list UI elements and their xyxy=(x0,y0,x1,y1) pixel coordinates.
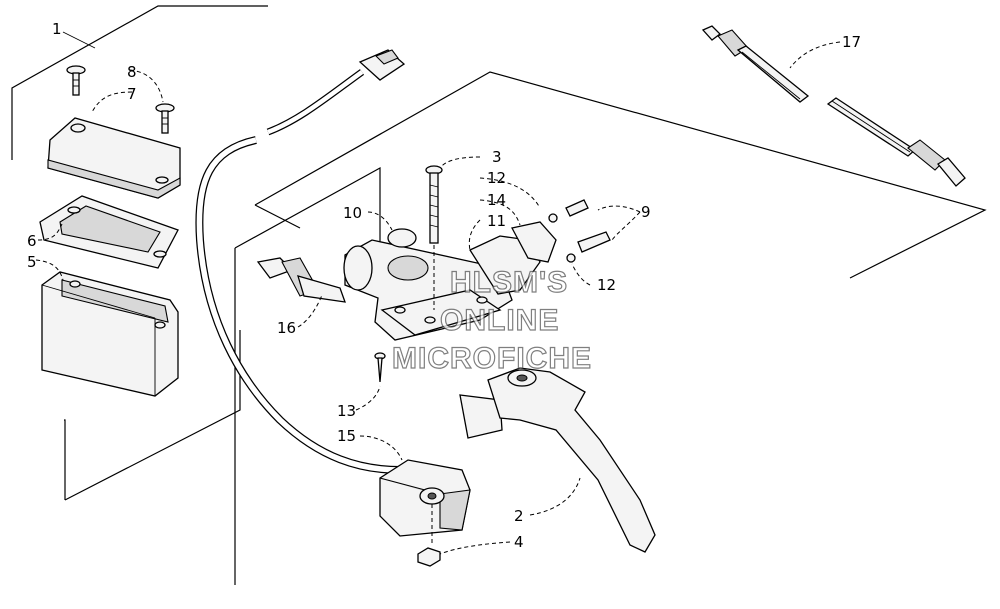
callout-14: 14 xyxy=(487,191,506,209)
callout-3: 3 xyxy=(492,148,502,166)
callout-6: 6 xyxy=(27,232,37,250)
cover-screw-8 xyxy=(66,65,86,96)
watermark-line-1: HLSM'S xyxy=(450,266,568,299)
long-screw-part xyxy=(425,165,443,310)
master-cylinder-body-part xyxy=(343,235,541,341)
screw-9-lower xyxy=(566,231,611,263)
reservoir-body-part xyxy=(41,271,179,397)
o-ring-part xyxy=(387,228,417,248)
brake-lever-part xyxy=(459,367,656,553)
callout-8: 8 xyxy=(127,63,137,81)
throttle-cable-part xyxy=(701,25,966,187)
lever-group-frame xyxy=(234,71,987,585)
reservoir-cover-part xyxy=(47,117,181,199)
callout-5: 5 xyxy=(27,253,37,271)
callout-11: 11 xyxy=(487,212,506,230)
nut-part xyxy=(417,547,441,567)
callout-4: 4 xyxy=(514,533,524,551)
cover-screw-7 xyxy=(155,103,175,134)
callout-17: 17 xyxy=(842,33,861,51)
leader-lines xyxy=(35,31,841,555)
callout-labels: 1 8 7 6 5 3 12 14 11 10 9 12 16 13 15 2 … xyxy=(27,20,861,551)
callout-12-upper: 12 xyxy=(487,169,506,187)
bracket-part xyxy=(511,221,557,263)
diaphragm-part xyxy=(39,195,179,269)
callout-9: 9 xyxy=(641,203,651,221)
watermark-line-3: MICROFICHE xyxy=(392,342,592,375)
switch-housing-part xyxy=(379,459,471,545)
small-screw-part xyxy=(374,352,386,383)
callout-7: 7 xyxy=(127,85,137,103)
callout-10: 10 xyxy=(343,204,362,222)
watermark: HLSM'S ONLINE MICROFICHE xyxy=(391,265,592,375)
watermark-line-2: ONLINE xyxy=(440,304,559,337)
wire-harness-part xyxy=(195,49,406,474)
reservoir-group-frame xyxy=(11,5,268,501)
screw-9-upper xyxy=(548,199,589,223)
callout-12-lower: 12 xyxy=(597,276,616,294)
brake-switch-part xyxy=(256,257,346,303)
callout-13: 13 xyxy=(337,402,356,420)
callout-1: 1 xyxy=(52,20,62,38)
callout-15: 15 xyxy=(337,427,356,445)
callout-2: 2 xyxy=(514,507,524,525)
callout-16: 16 xyxy=(277,319,296,337)
